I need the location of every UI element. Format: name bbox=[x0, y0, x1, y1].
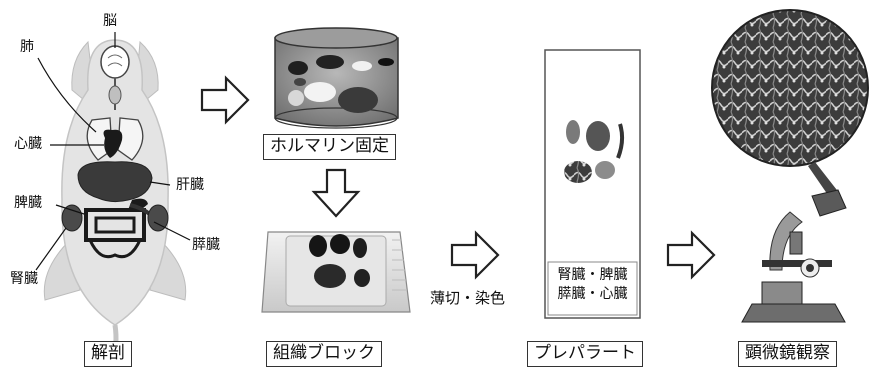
label-lung: 肺 bbox=[20, 39, 34, 55]
formalin-jar-illustration bbox=[274, 27, 399, 129]
process-label-section-stain: 薄切・染色 bbox=[430, 289, 506, 307]
stage-label-microscopy: 顕微鏡観察 bbox=[738, 341, 837, 367]
label-brain: 脳 bbox=[103, 13, 117, 29]
stage-label-formalin: ホルマリン固定 bbox=[263, 134, 396, 160]
slide-organ-list: 腎臓・脾臓 膵臓・心臓 bbox=[549, 266, 636, 304]
microscope-illustration bbox=[711, 9, 869, 323]
label-pancreas: 膵臓 bbox=[192, 237, 220, 253]
organ-leader-lines bbox=[35, 32, 191, 271]
stage-label-block: 組織ブロック bbox=[266, 341, 382, 367]
arrow-block-to-slide bbox=[450, 230, 500, 280]
arrow-dissection-to-formalin bbox=[200, 75, 250, 125]
stage-label-slide: プレパラート bbox=[527, 341, 643, 367]
label-liver: 肝臓 bbox=[176, 177, 204, 193]
tissue-block-cassette-illustration bbox=[261, 231, 411, 313]
mouse-anatomy-illustration bbox=[43, 39, 187, 361]
label-heart: 心臓 bbox=[14, 136, 42, 152]
glass-slide-illustration bbox=[544, 49, 641, 319]
arrow-formalin-to-block bbox=[311, 168, 361, 218]
stage-label-dissection: 解剖 bbox=[84, 341, 132, 367]
arrow-slide-to-microscope bbox=[666, 230, 716, 280]
slide-organ-line-2: 膵臓・心臓 bbox=[557, 285, 628, 302]
label-spleen: 脾臓 bbox=[14, 195, 42, 211]
slide-organ-line-1: 腎臓・脾臓 bbox=[557, 267, 628, 283]
label-kidney: 腎臓 bbox=[10, 271, 38, 287]
